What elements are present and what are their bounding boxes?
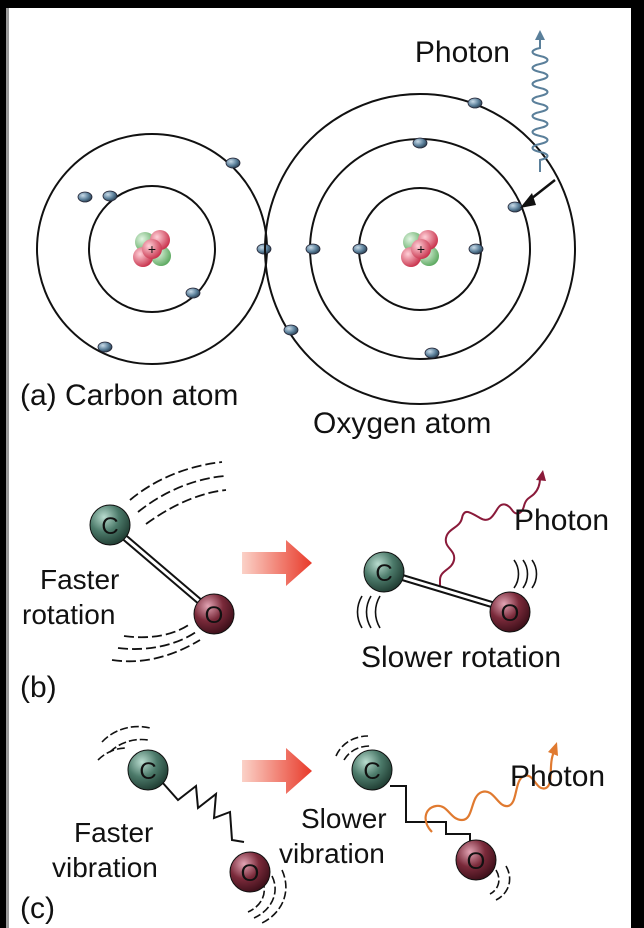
carbon-letter: C: [101, 513, 118, 540]
carbon-electrons: [77, 157, 272, 353]
rotation-marks-right: [513, 559, 538, 589]
photon-b-label: Photon: [514, 504, 609, 537]
photon-a: [520, 30, 556, 208]
oxygen-letter: O: [241, 860, 260, 887]
carbon-sphere-icon: [363, 551, 405, 593]
panel-c: C O Faster vibration C O Slower vibratio…: [20, 725, 605, 925]
oxygen-sphere-icon: [455, 839, 497, 881]
slower-rotation-label: Slower rotation: [361, 641, 561, 674]
electron-icon: [77, 191, 93, 203]
oxygen-sphere-icon: [229, 851, 271, 893]
oxygen-sphere-icon: [489, 591, 531, 633]
carbon-atom-caption: (a) Carbon atom: [20, 379, 238, 412]
electron-icon: [467, 97, 483, 109]
photon-wave-icon: [424, 751, 556, 833]
vibration-marks-carbon-left: [97, 725, 151, 761]
oxygen-outer-shell: [264, 93, 576, 405]
rotation-swoosh-lines-bottom: [111, 623, 201, 663]
oxygen-atom-label: Oxygen atom: [313, 407, 491, 440]
electron-icon: [97, 341, 113, 353]
rotation-marks-left: [356, 595, 381, 629]
oxygen-sphere-icon: [193, 593, 235, 635]
oxygen-atom-model: +: [264, 93, 576, 405]
carbon-letter: C: [375, 560, 392, 587]
panel-c-tag: (c): [20, 892, 55, 925]
oxygen-letter: O: [501, 600, 520, 627]
electron-icon: [352, 243, 368, 255]
carbon-sphere-icon: [89, 504, 131, 546]
panel-b: C O Faster rotation Photon C O Slower ro…: [20, 461, 609, 704]
oxygen-letter: O: [205, 602, 224, 629]
faster-rotation-line1: Faster: [40, 564, 119, 595]
photon-tip-icon: [536, 470, 546, 481]
photon-a-label: Photon: [415, 36, 510, 69]
vibration-marks-carbon-right: [335, 735, 371, 761]
faster-vibration-line2: vibration: [52, 852, 158, 883]
electron-icon: [412, 137, 428, 149]
carbon-sphere-icon: [127, 749, 169, 791]
transition-arrow-icon: [242, 748, 312, 794]
electron-icon: [102, 190, 118, 202]
photon-wave-icon: [439, 477, 541, 590]
photon-c-label: Photon: [510, 760, 605, 793]
spring-bond-left: [161, 781, 245, 843]
electron-icon: [225, 157, 241, 169]
oxygen-electrons: [283, 97, 523, 359]
panel-a: + +: [20, 30, 576, 440]
carbon-atom-model: +: [36, 133, 272, 365]
photon-tip-icon: [548, 742, 558, 756]
carbon-nucleus-plus: +: [148, 241, 156, 257]
oxygen-nucleus: +: [401, 230, 439, 267]
oxygen-letter: O: [467, 848, 486, 875]
electron-icon: [305, 243, 321, 255]
electron-icon: [507, 201, 523, 213]
spring-bond-right: [390, 785, 471, 846]
panel-b-tag: (b): [20, 671, 57, 704]
carbon-letter: C: [363, 758, 380, 785]
carbon-letter: C: [139, 758, 156, 785]
electron-icon: [468, 243, 484, 255]
photon-tip-icon: [535, 30, 545, 40]
electron-icon: [424, 347, 440, 359]
slower-vibration-line2: vibration: [279, 838, 385, 869]
electron-icon: [185, 287, 201, 299]
carbon-inner-shell: [88, 185, 216, 313]
carbon-sphere-icon: [351, 749, 393, 791]
photon-wave-icon: [531, 40, 549, 172]
transition-arrow-icon: [242, 540, 312, 586]
photon-arrowhead-icon: [520, 193, 536, 208]
oxygen-nucleus-plus: +: [417, 241, 425, 257]
vibration-marks-oxygen-right: [489, 865, 511, 901]
electron-icon: [283, 324, 299, 336]
faster-rotation-line2: rotation: [22, 599, 115, 630]
rotation-swoosh-lines-top: [129, 461, 227, 525]
faster-vibration-line1: Faster: [74, 817, 153, 848]
carbon-nucleus: +: [133, 230, 171, 267]
slower-vibration-line1: Slower: [301, 803, 387, 834]
